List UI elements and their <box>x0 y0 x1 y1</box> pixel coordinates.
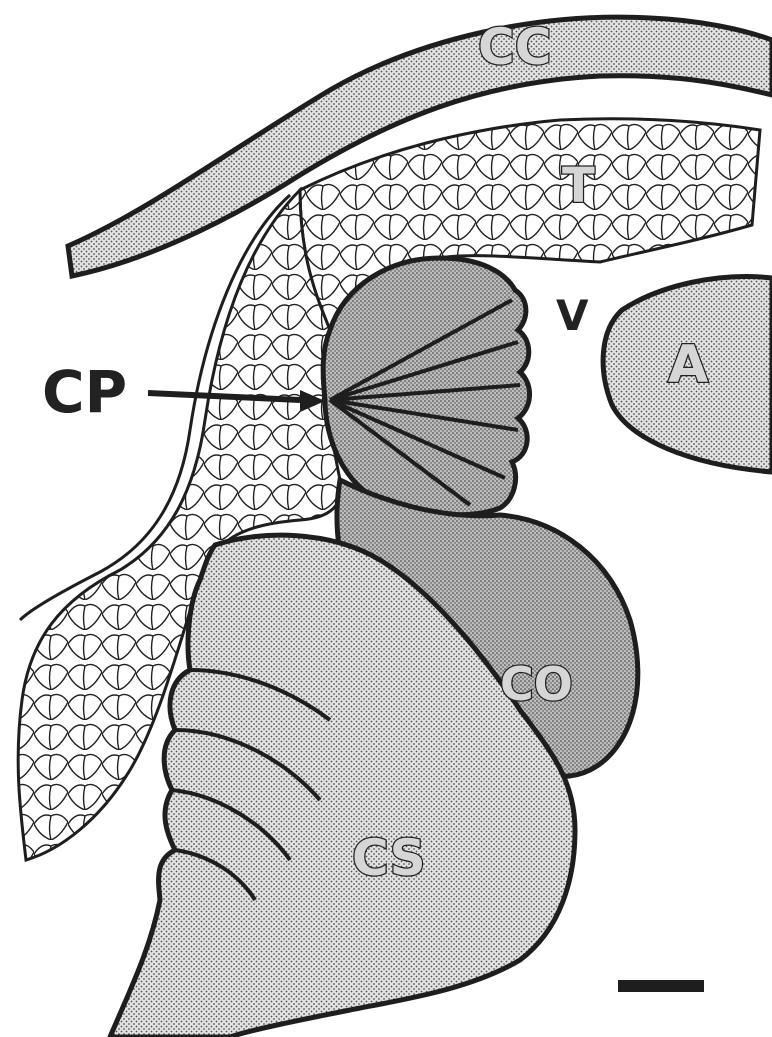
label-cp: CP <box>42 358 127 426</box>
label-v: V <box>556 291 589 340</box>
choroid-plexus <box>323 258 529 515</box>
label-cs: CS <box>352 829 426 887</box>
scale-bar <box>618 980 704 992</box>
label-a: A <box>668 335 708 395</box>
label-co: CO <box>500 657 573 711</box>
label-t: T <box>562 158 595 214</box>
label-cc: CC <box>478 18 551 76</box>
